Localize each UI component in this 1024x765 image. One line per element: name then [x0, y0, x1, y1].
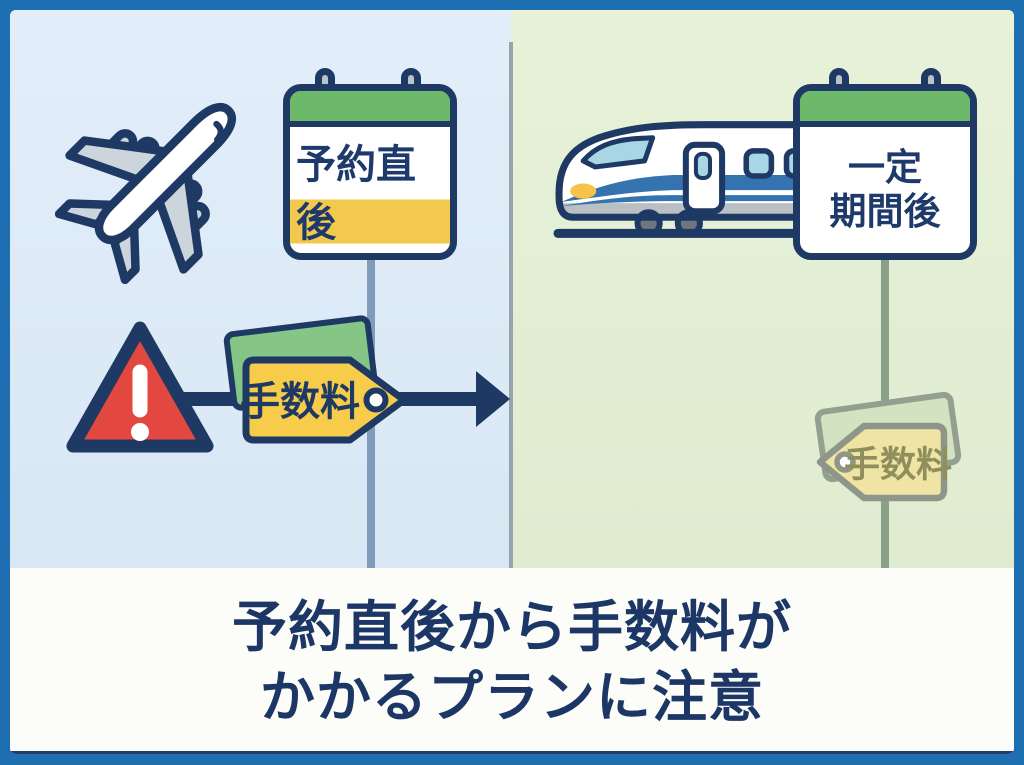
infographic-canvas: 手数料 手数料 予約直後: [10, 10, 1014, 754]
caption-area: 予約直後から手数料が かかるプランに注意: [10, 568, 1014, 751]
shinkansen-train-icon: [553, 121, 865, 238]
calendar-label: 予約直後: [290, 127, 450, 253]
calendar-body: 一定 期間後: [793, 84, 977, 260]
calendar-body: 予約直後: [283, 84, 457, 260]
price-tag-icon: 手数料: [240, 356, 408, 444]
price-tag-faded-icon: 手数料: [816, 422, 952, 502]
calendar-after-fixed-period: 一定 期間後: [793, 68, 977, 260]
calendar-label-text: 予約直後: [290, 132, 450, 248]
calendar-header: [290, 91, 450, 127]
calendar-immediately-after-booking: 予約直後: [283, 68, 457, 260]
warning-icon: [66, 321, 214, 453]
panel-divider: [509, 42, 513, 568]
caption-line-1: 予約直後から手数料が: [231, 596, 792, 658]
caption-line-2: かかるプランに注意: [259, 666, 764, 728]
bottom-edge-line: [10, 751, 1014, 754]
airplane-icon: [55, 103, 236, 285]
calendar-label-line2: 期間後: [829, 191, 941, 232]
calendar-header: [800, 91, 970, 127]
calendar-label: 一定 期間後: [800, 127, 970, 253]
calendar-label-line1: 一定: [848, 147, 922, 189]
fee-tag-faded-label: 手数料: [844, 444, 952, 485]
fee-tag-label: 手数料: [240, 380, 360, 424]
